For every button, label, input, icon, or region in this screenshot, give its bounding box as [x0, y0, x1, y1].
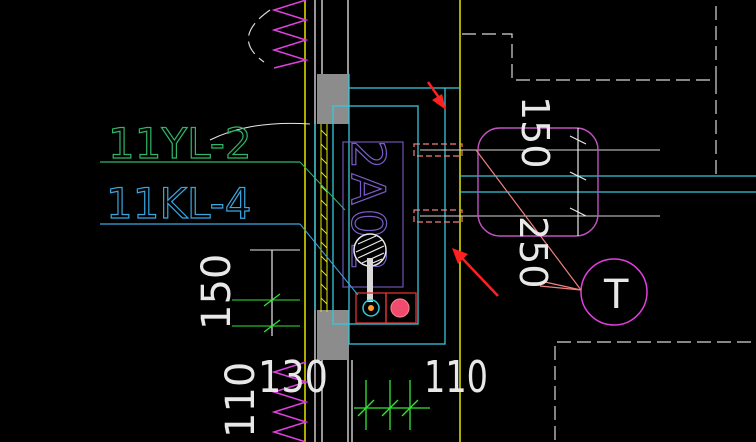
yellow-hatch-strip [320, 124, 328, 312]
dim-110-bottom-right: 110 [424, 352, 488, 403]
dim-150-top-right: 150 [513, 96, 557, 169]
equipment-rounded-box [477, 127, 599, 237]
tee-symbol: T [603, 272, 629, 318]
beam-yl-label: 11YL-2 [108, 119, 252, 168]
tee-leader-lines [475, 149, 582, 291]
dashed-arc-top-left [247, 9, 271, 63]
dim-line-left [232, 249, 300, 336]
beam-kl-label: 11KL-4 [106, 179, 252, 228]
pipe-stub-lines [420, 149, 660, 217]
red-arrow-icon [426, 81, 446, 110]
dim-130: 130 [258, 352, 328, 403]
red-arrow-icon [452, 248, 499, 297]
valve-boxes [355, 292, 417, 324]
break-line-bottom [271, 361, 309, 442]
dim-110-bottom-left: 110 [218, 362, 264, 438]
dashed-outline-lower [554, 341, 756, 440]
leader-arc [209, 122, 311, 141]
break-line-top [271, 0, 309, 69]
equipment-ticks [569, 128, 587, 236]
pipe-hatched-circle [353, 233, 387, 302]
dashed-outline-upper [462, 0, 717, 81]
beam-kl-leader-diag [299, 223, 359, 296]
pipe-stubs [413, 143, 463, 223]
beam-yl-leader-diag [299, 161, 346, 211]
dim-250-right: 250 [511, 216, 555, 289]
dim-150-left: 150 [194, 254, 240, 330]
dashed-outline-group [247, 0, 756, 440]
dim-ticks-bottom [354, 380, 430, 430]
tee-circle-icon: T [580, 258, 648, 326]
